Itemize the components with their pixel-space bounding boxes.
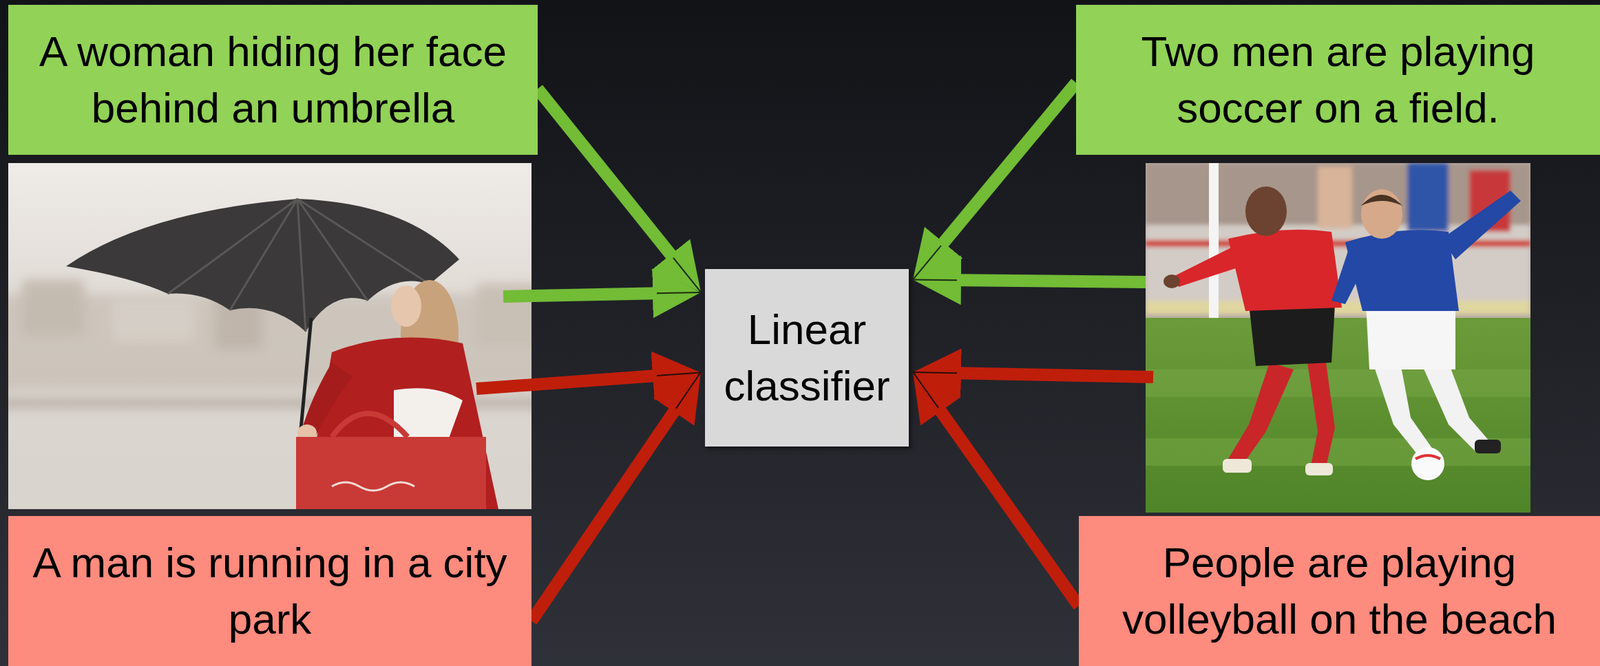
illustration-part xyxy=(1222,459,1252,473)
illustration-part xyxy=(1145,318,1531,513)
umbrella-photo xyxy=(8,163,532,510)
illustration-part xyxy=(1248,304,1335,367)
illustration-part xyxy=(66,198,460,332)
classifier-box: Linear classifier xyxy=(704,269,909,447)
caption-box: Two men are playing soccer on a field. xyxy=(1076,4,1600,155)
caption-text: Linear classifier xyxy=(716,301,898,415)
illustration-part xyxy=(1361,189,1403,239)
illustration-part xyxy=(1307,362,1335,468)
caption-arrow xyxy=(537,88,680,266)
illustration-part xyxy=(1173,245,1242,288)
illustration-part xyxy=(1245,186,1287,237)
illustration-part xyxy=(1228,229,1342,312)
connector-group xyxy=(531,82,1079,621)
illustration-part xyxy=(1372,362,1435,460)
illustration-part xyxy=(1411,447,1445,481)
caption-text: A man is running in a city park xyxy=(19,534,521,648)
illustration-part xyxy=(1305,463,1333,476)
caption-arrow xyxy=(934,82,1077,254)
illustration-part xyxy=(1331,249,1365,305)
illustration-part xyxy=(22,280,84,336)
illustration-part xyxy=(1208,163,1219,336)
caption-text: Two men are playing soccer on a field. xyxy=(1087,23,1589,137)
illustration-part xyxy=(1145,369,1531,398)
illustration-part xyxy=(1145,163,1531,513)
image-arrow xyxy=(503,293,667,297)
image-arrow xyxy=(947,373,1154,378)
illustration-part xyxy=(167,198,430,332)
illustration-part xyxy=(391,285,422,328)
illustration-part xyxy=(1407,163,1449,233)
image-arrow xyxy=(947,280,1146,283)
caption-box: A woman hiding her face behind an umbrel… xyxy=(8,4,538,155)
illustration-part xyxy=(111,300,195,343)
illustration-part xyxy=(1163,274,1181,289)
illustration-part xyxy=(296,437,487,510)
caption-box: People are playing volleyball on the bea… xyxy=(1078,516,1600,666)
caption-arrow xyxy=(932,400,1079,606)
caption-box: A man is running in a city park xyxy=(8,516,532,666)
caption-text: People are playing volleyball on the bea… xyxy=(1089,534,1589,648)
illustration-part xyxy=(1420,362,1490,453)
illustration-part xyxy=(1228,362,1294,467)
illustration-part xyxy=(1474,439,1501,454)
soccer-photo xyxy=(1145,163,1531,513)
caption-text: A woman hiding her face behind an umbrel… xyxy=(19,23,527,137)
image-arrow xyxy=(476,375,667,389)
illustration-part xyxy=(1441,190,1521,260)
illustration-part xyxy=(331,413,408,438)
illustration-part xyxy=(1415,455,1441,460)
illustration-part xyxy=(1145,163,1531,315)
illustration-part xyxy=(8,280,532,510)
illustration-part xyxy=(1361,194,1403,206)
illustration-part xyxy=(1317,166,1353,229)
illustration-part xyxy=(331,482,415,491)
illustration-part xyxy=(1365,304,1456,370)
caption-arrow xyxy=(531,400,682,622)
